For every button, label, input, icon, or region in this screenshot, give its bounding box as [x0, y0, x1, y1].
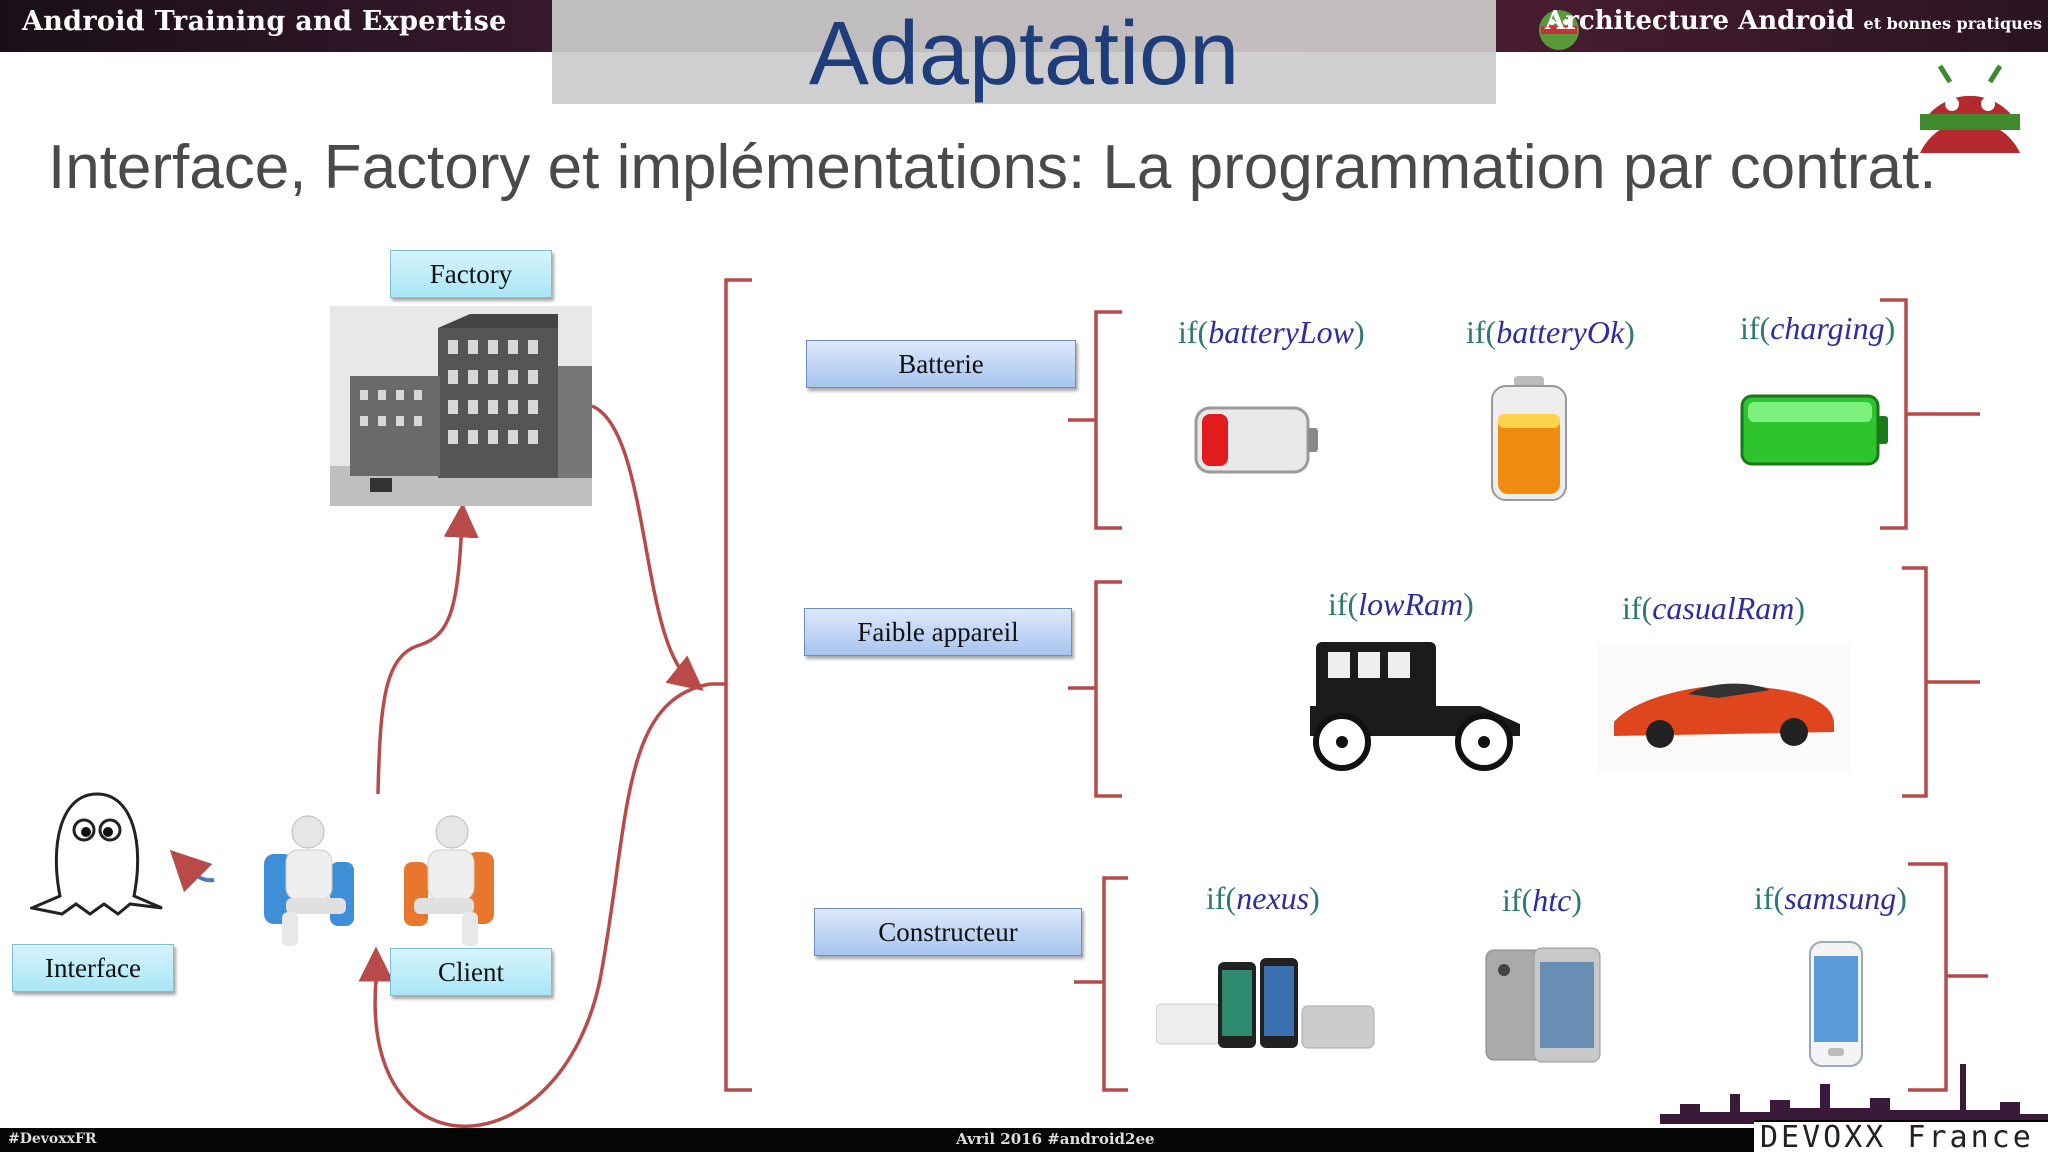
- condition-battery-low: if(batteryLow): [1178, 314, 1365, 350]
- factory-to-bracket-arrow: [591, 404, 704, 691]
- battery-ok-icon: [1491, 376, 1567, 501]
- interface-label: Interface: [12, 944, 174, 992]
- htc-phones-icon: [1485, 947, 1601, 1063]
- nexus-phones-icon: [1156, 958, 1375, 1049]
- client-to-factory-arrow: [376, 502, 479, 795]
- old-car-icon: [1310, 642, 1520, 771]
- samsung-phone-icon: [1809, 941, 1863, 1067]
- brand-right-small: et bonnes pratiques: [1863, 14, 2042, 33]
- brand-right: Architecture Android et bonnes pratiques: [1545, 6, 2042, 36]
- paris-skyline-icon: [1660, 1064, 2048, 1124]
- footer-hashtag: #DevoxxFR: [8, 1131, 97, 1147]
- brand-left: Android Training and Expertise: [22, 6, 507, 37]
- footer-event: Avril 2016 #android2ee: [956, 1130, 1155, 1148]
- factory-building-image: [330, 306, 592, 506]
- brand-right-main: Architecture Android: [1545, 6, 1855, 36]
- condition-samsung: if(samsung): [1754, 880, 1907, 916]
- condition-nexus: if(nexus): [1206, 880, 1320, 916]
- main-bracket: [724, 278, 752, 1092]
- condition-charging: if(charging): [1740, 310, 1896, 346]
- android-mascot-icon: [1920, 64, 2020, 153]
- ghost-interface-icon: [30, 792, 163, 916]
- title-background: [552, 0, 1496, 104]
- footer-bar: #DevoxxFR Avril 2016 #android2ee: [0, 1128, 2048, 1152]
- slide-title: Adaptation: [808, 4, 1240, 104]
- condition-low-ram: if(lowRam): [1328, 586, 1474, 622]
- factory-label: Factory: [390, 250, 552, 298]
- sports-car-icon: [1598, 644, 1850, 772]
- condition-casual-ram: if(casualRam): [1622, 590, 1806, 626]
- battery-charging-icon: [1740, 394, 1888, 466]
- devoxx-logo: DEVOXX France: [1754, 1120, 2048, 1152]
- category-batterie-label: Batterie: [806, 340, 1076, 388]
- slide-subtitle: Interface, Factory et implémentations: L…: [48, 133, 1937, 202]
- battery-low-icon: [1194, 406, 1318, 474]
- category-constructeur-label: Constructeur: [814, 908, 1082, 956]
- category-faible-appareil-label: Faible appareil: [804, 608, 1072, 656]
- android-logo-icon: [1539, 10, 1579, 50]
- client-loop-arrow: [373, 682, 711, 1128]
- condition-battery-ok: if(batteryOk): [1466, 314, 1635, 350]
- client-label: Client: [390, 948, 552, 996]
- condition-htc: if(htc): [1502, 882, 1582, 918]
- clients-seated-icon: [264, 815, 494, 946]
